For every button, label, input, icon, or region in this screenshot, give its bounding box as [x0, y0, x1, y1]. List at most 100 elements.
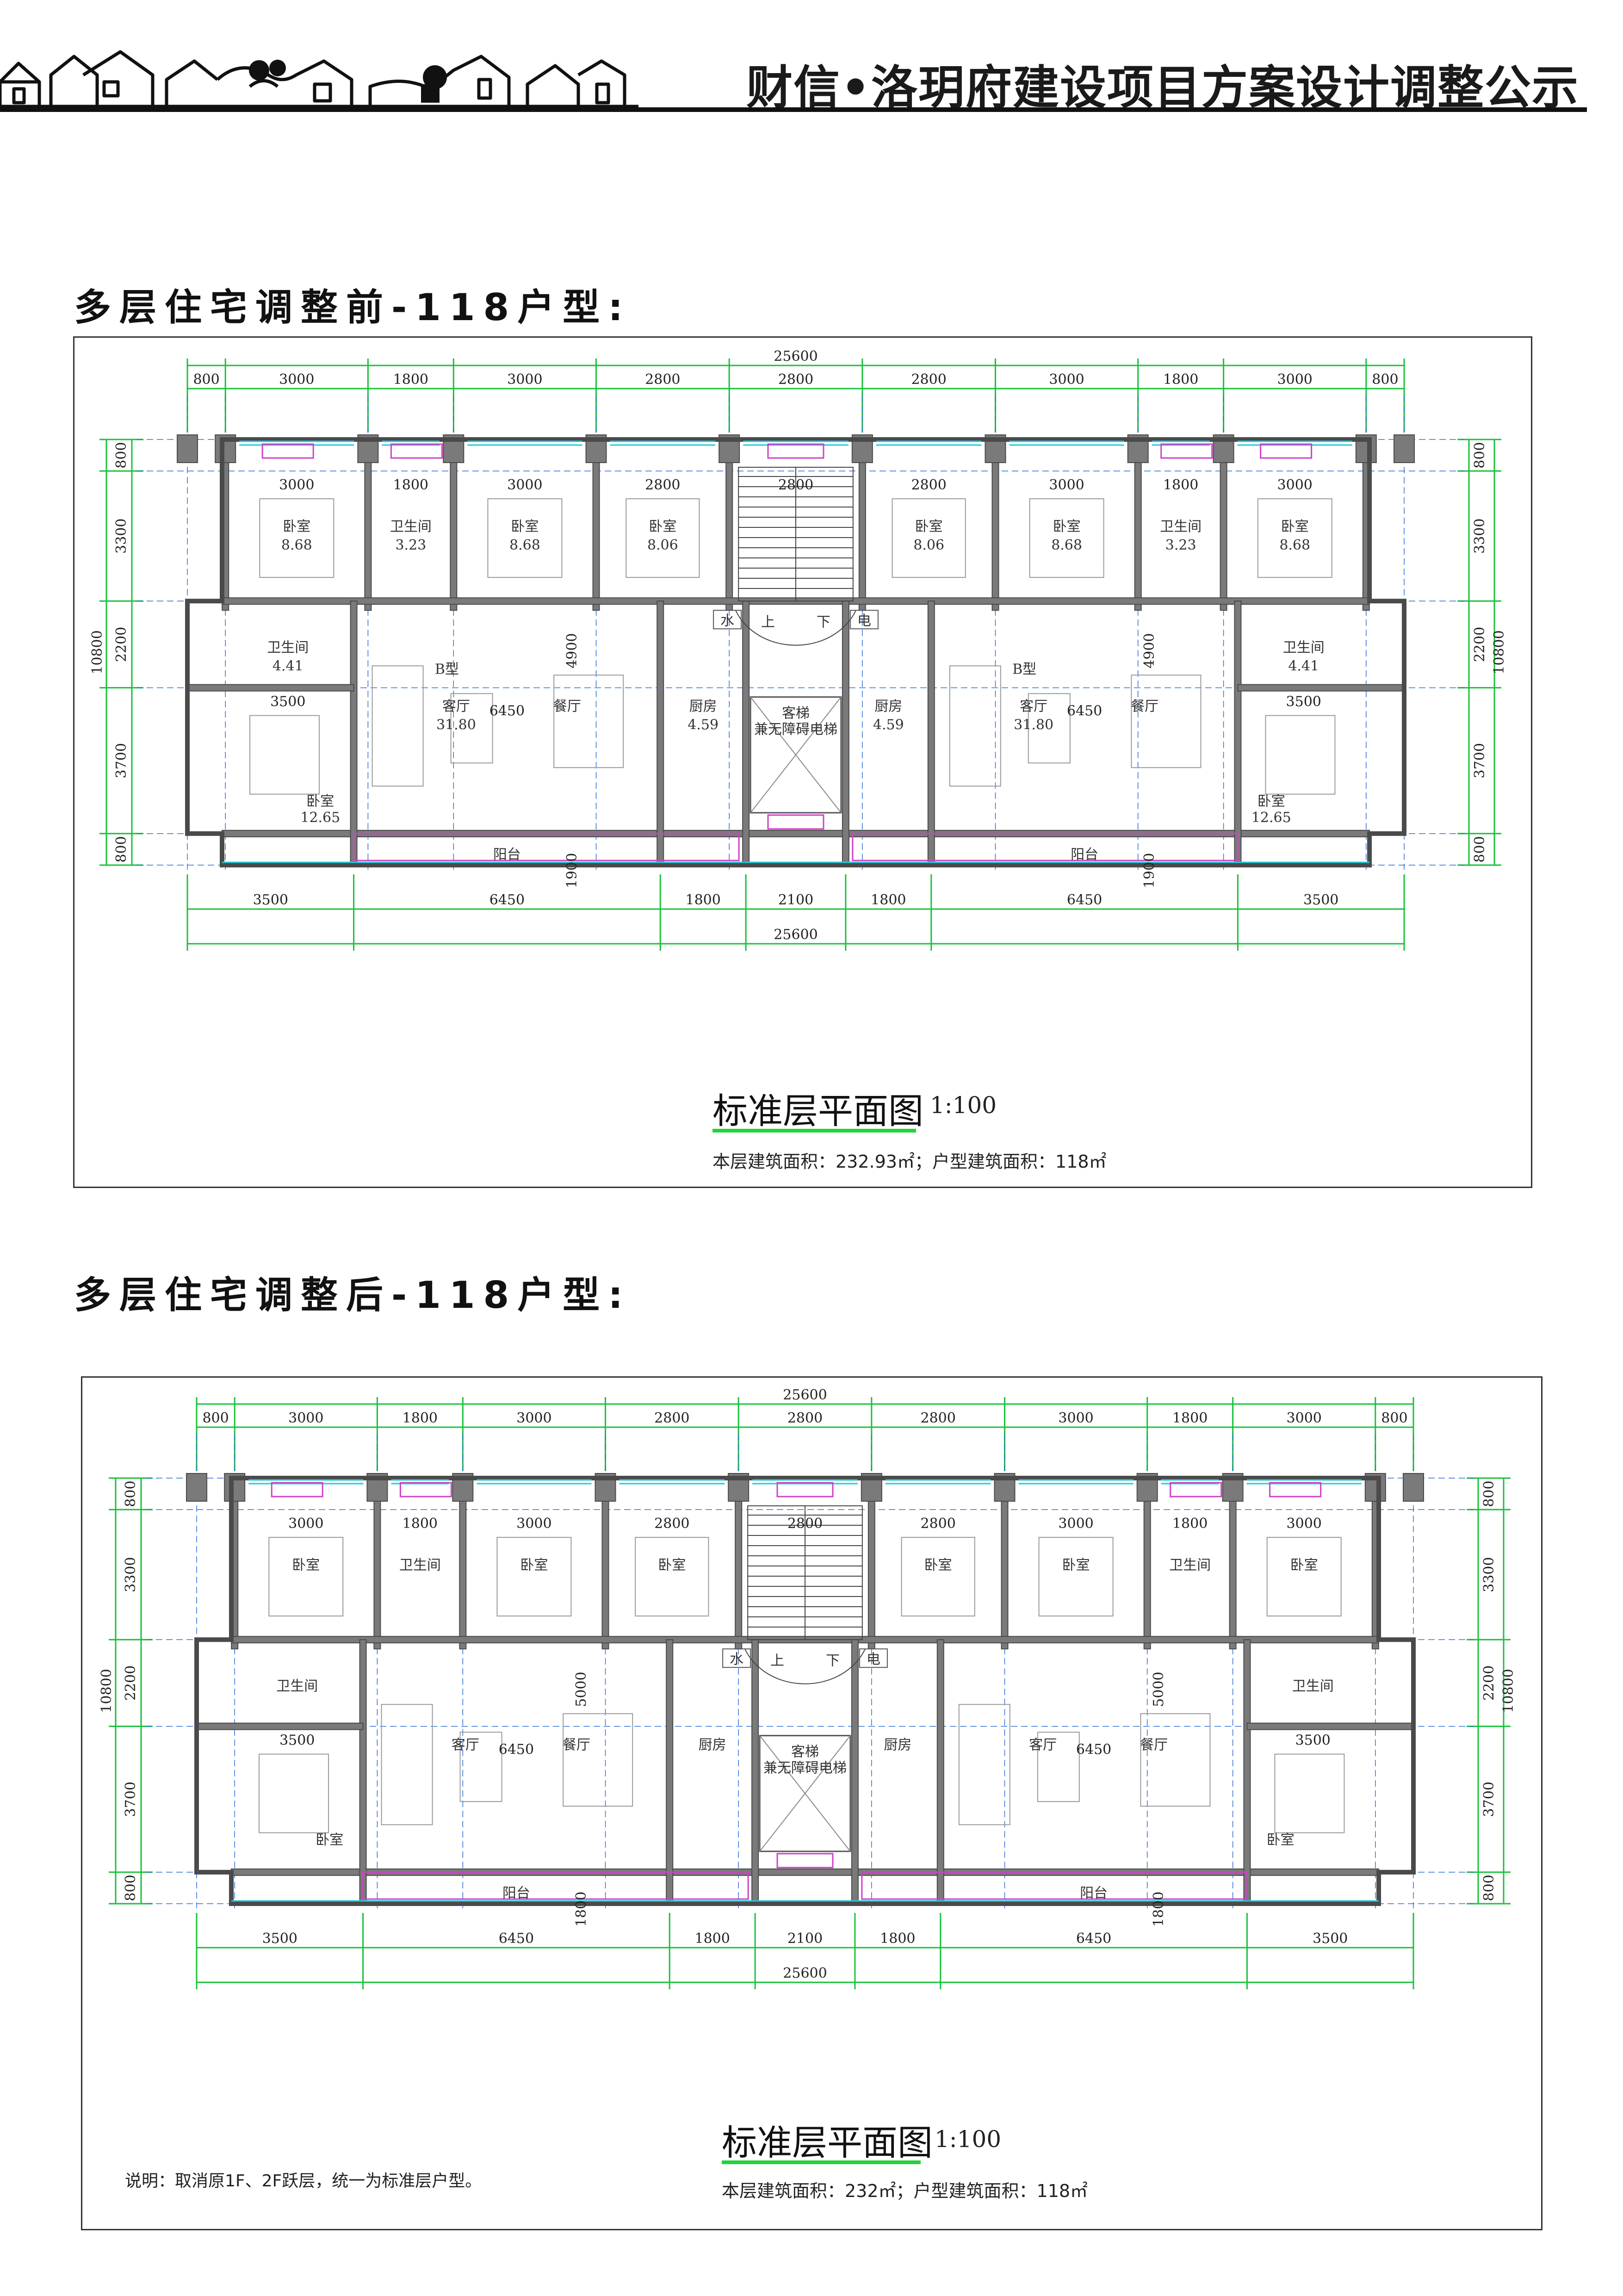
ac-unit: [271, 1482, 323, 1498]
room-label-bathroom-area: 3.23: [1165, 537, 1196, 553]
elevator-label: 客梯: [791, 1744, 819, 1760]
inner-dim-text: 3500: [1295, 1733, 1331, 1749]
dim-text-right: 3700: [1472, 743, 1488, 778]
bed: [1266, 1537, 1342, 1617]
partition-wall: [1001, 1478, 1009, 1650]
dim-text-top: 3000: [1058, 1410, 1093, 1426]
dim-text-right: 2200: [1481, 1665, 1497, 1701]
dim-text-right: 800: [1481, 1875, 1497, 1901]
coffee-table: [459, 1732, 502, 1802]
dim-text-right: 800: [1481, 1480, 1497, 1507]
inner-dim-text-v: 5000: [1151, 1671, 1167, 1707]
room-label-kitchen: 厨房: [884, 1737, 911, 1753]
dim-text-bottom: 6450: [489, 892, 525, 908]
inner-dim-text: 6450: [489, 703, 525, 719]
dim-text-top: 800: [1372, 371, 1398, 388]
balcony-rails: [271, 1482, 1322, 1900]
partition-wall-lower: [359, 1639, 367, 1904]
inner-dim-text: 2800: [654, 1516, 689, 1532]
furniture: [249, 498, 1336, 795]
inner-dim-text: 2800: [645, 477, 680, 493]
bed: [635, 1537, 709, 1617]
bed: [1257, 498, 1332, 578]
building-outline: [194, 1476, 1416, 1906]
dim-text-right: 800: [1472, 442, 1488, 468]
dim-text-bottom: 3500: [1313, 1931, 1348, 1947]
partition-wall: [725, 439, 733, 611]
room-label-kitchen-area: 4.59: [688, 717, 719, 733]
village-banner-graphic: [0, 50, 638, 108]
partition-wall: [1143, 1478, 1151, 1650]
partition-wall: [459, 1478, 467, 1650]
room-label-bedroom-area: 8.06: [647, 537, 678, 553]
room-label-living-area: 31.80: [1014, 717, 1053, 733]
room-label-corner-bedroom: 卧室: [1267, 1832, 1295, 1848]
inner-dim-text: 3500: [1286, 694, 1321, 710]
dim-text-right: 2200: [1472, 627, 1488, 662]
bed: [901, 1537, 975, 1617]
room-label-side-bathroom: 卫生间: [276, 1678, 318, 1694]
room-label-side-bathroom: 卫生间: [1283, 639, 1325, 656]
plan-title-underline-after: [722, 2160, 921, 2164]
partition-wall: [373, 1478, 381, 1650]
partition-wall-lower: [927, 600, 935, 866]
inner-dim-text-v: 5000: [573, 1671, 589, 1707]
ac-unit: [1170, 1482, 1222, 1498]
inner-dim-text: 2800: [920, 1516, 955, 1532]
bed: [892, 498, 966, 578]
room-label-bedroom: 卧室: [511, 519, 539, 535]
ac-unit: [261, 443, 314, 459]
bed-corner: [1274, 1753, 1345, 1833]
dim-text-top: 3000: [516, 1410, 551, 1426]
room-label-bathroom: 卫生间: [1169, 1557, 1211, 1573]
room-label-balcony: 阳台: [493, 847, 521, 863]
room-label-bedroom: 卧室: [1290, 1557, 1318, 1573]
bed: [626, 498, 700, 578]
adjustment-note: 说明：取消原1F、2F跃层，统一为标准层户型。: [125, 2172, 482, 2191]
bed: [1029, 498, 1104, 578]
room-label-living: 客厅: [1029, 1737, 1057, 1753]
inner-dim-text: 1800: [393, 477, 428, 493]
partition-wall-lower: [742, 600, 750, 866]
partition-wall-lower: [666, 1639, 674, 1904]
dining-table: [563, 1713, 633, 1807]
bed: [1038, 1537, 1114, 1617]
plan-frame-before: [73, 336, 1532, 1188]
dim-text-top: 2800: [645, 371, 680, 388]
room-label-bathroom: 卫生间: [390, 519, 432, 535]
partition-wall-lower: [1234, 600, 1242, 866]
dim-text-top: 3000: [1049, 371, 1084, 388]
windows: [231, 1479, 1379, 1902]
elec-room: [849, 610, 879, 630]
room-label-balcony: 阳台: [1080, 1885, 1108, 1901]
room-label-living-area: 31.80: [436, 717, 476, 733]
elec-room: [859, 1648, 888, 1668]
column-block: [1394, 434, 1415, 463]
dim-text-bottom: 3500: [262, 1931, 297, 1947]
room-label-bathroom-area: 3.23: [395, 537, 426, 553]
room-label-bedroom: 卧室: [1062, 1557, 1090, 1573]
inner-dim-text: 2800: [911, 477, 946, 493]
plan-frame-after: [81, 1376, 1542, 2230]
room-label-side-bathroom: 卫生间: [1292, 1678, 1334, 1694]
room-label-kitchen-area: 4.59: [873, 717, 904, 733]
room-label-kitchen: 厨房: [699, 1737, 726, 1753]
dim-text-bottom: 3500: [1303, 892, 1338, 908]
dim-text-top: 3000: [1277, 371, 1313, 388]
room-label-dining: 餐厅: [563, 1737, 590, 1753]
elevator-shaft: [759, 1735, 851, 1852]
stair-landing-arc: [744, 1648, 866, 1684]
dim-text-bottom: 2100: [787, 1931, 823, 1947]
partition-wall-lower: [936, 1639, 944, 1904]
room-label-bathroom: 卫生间: [1160, 519, 1202, 535]
room-label-kitchen: 厨房: [689, 699, 717, 715]
room-label-bathroom: 卫生间: [399, 1557, 441, 1573]
inner-dim-text: 3000: [516, 1516, 551, 1532]
building-outline: [185, 437, 1406, 867]
dim-text-top: 2800: [911, 371, 946, 388]
room-label-bedroom-area: 8.06: [913, 537, 944, 553]
elec-room-label: 电: [867, 1651, 880, 1667]
dim-text-top: 2800: [787, 1410, 823, 1426]
